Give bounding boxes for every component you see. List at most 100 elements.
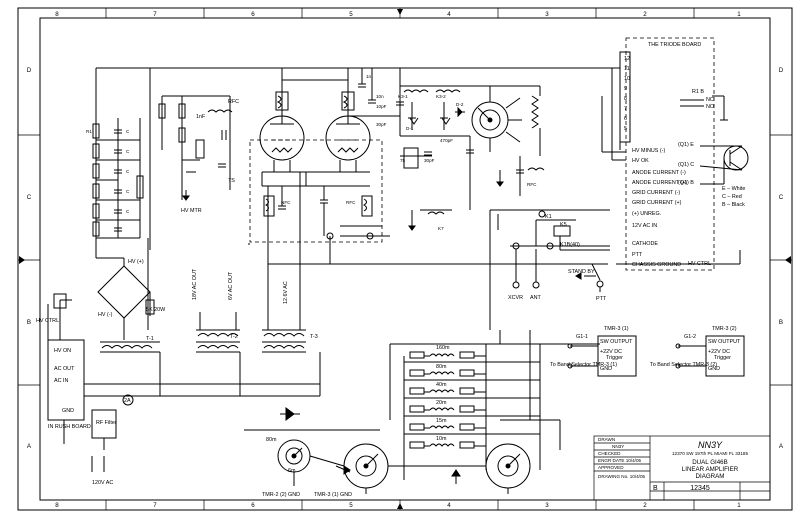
board-transistor	[616, 95, 749, 265]
bottom-cap-1: TMR-2 (2) GND	[262, 492, 300, 498]
d1-label: D-1	[406, 126, 414, 131]
border-frame	[17, 7, 793, 511]
tb-engr: ENGR DATE 10/4/05	[598, 458, 642, 463]
zone-labels: 8 7 6 5 4 3 2 1 8 7 6 5 4 3 2 1 D C B A …	[27, 11, 784, 509]
tmr2-sw-out: SW OUTPUT	[708, 339, 741, 345]
tb-drawn: DRAWN	[598, 437, 615, 442]
interconnects	[248, 214, 610, 420]
filament-labels: NFC RFC	[281, 200, 356, 205]
pi-network	[396, 68, 545, 231]
v18-label: 18V AC OUT	[192, 268, 198, 300]
triode-board-text: THE TRIODE BOARD 12 11 10 9 8 7 6 5 HV M…	[624, 42, 745, 268]
k3-1-label: K3-1	[398, 94, 408, 99]
c-75-label: 75	[400, 158, 406, 163]
pin-10: 10	[624, 76, 630, 82]
zone-bottom-8: 8	[55, 502, 59, 509]
band-15m: 15m	[436, 418, 447, 424]
c-10n: 10n	[376, 94, 384, 99]
hv-mtr-label: HV MTR	[181, 208, 202, 214]
ptt-switch-label: PTT	[596, 296, 607, 302]
d2-label: D-2	[456, 102, 464, 107]
tmr3-labels: TMR-3 (1) TMR-3 (2) G1-1 G1-2 SW OUTPUT …	[550, 326, 741, 372]
tb-drawing-no: DRAWING No. 10/4/05	[598, 474, 646, 479]
tmr1-sw-out: SW OUTPUT	[600, 339, 633, 345]
pi-network-labels: K3-1 K3-2 D-1 D-2 30pF 470pF 75 30pF RFC…	[376, 94, 537, 231]
transformers	[84, 312, 321, 406]
stand-by-label: STAND BY	[568, 269, 595, 275]
zone-bottom-7: 7	[153, 502, 157, 509]
meter-e: (Q1) E	[678, 142, 694, 148]
rf-filter-label: RF Filter	[96, 420, 117, 426]
c-30pf-label: 30pF	[376, 122, 387, 127]
k1b-label: K1B(40)	[560, 242, 580, 248]
tb-address: 12370 SW 197th PL MIAMI FL 33185	[672, 451, 748, 456]
bridge-labels: HV (+) HV (-) 5K 20W	[98, 259, 166, 318]
sig-chassis: CHASSIS GROUND	[632, 262, 681, 268]
zone-top-2: 2	[643, 11, 647, 18]
band-20m: 20m	[436, 400, 447, 406]
zone-top-5: 5	[349, 11, 353, 18]
ac-in-label: AC IN	[54, 378, 68, 384]
nfc-label: NFC	[281, 200, 291, 205]
rfc-label-mid: RFC	[346, 200, 356, 205]
tb-size: B	[653, 485, 658, 492]
zone-top-7: 7	[153, 11, 157, 18]
band-40m: 40m	[436, 382, 447, 388]
k3-2-label: K3-2	[436, 94, 446, 99]
ladder-c1: C	[126, 129, 130, 134]
tb-title-3: DIAGRAM	[696, 473, 725, 480]
tmr2-22v: +22V DC	[708, 349, 730, 355]
pin-9: 9	[624, 86, 627, 92]
hv-ctrl-left: HV CTRL	[36, 318, 59, 324]
tmr2-trigger: Trigger	[714, 355, 731, 361]
ladder-r1: R1	[86, 129, 92, 134]
band-160m: 160m	[436, 345, 450, 351]
pin-12: 12	[624, 56, 630, 62]
ac-120-label: 120V AC	[92, 480, 113, 486]
tmr1-gnd: GND	[600, 366, 612, 372]
relay-no: NO	[706, 104, 714, 110]
to-band-1: To Band Selector TMR-3 (1)	[550, 362, 617, 368]
zone-right-B: B	[779, 319, 783, 326]
zone-left-D: D	[27, 67, 32, 74]
title-block	[593, 435, 771, 501]
sig-anode-plus: ANODE CURRENT (+)	[632, 180, 687, 186]
tube-1	[259, 115, 305, 172]
switch-80m: 80m	[266, 437, 277, 443]
zone-right-C: C	[779, 194, 784, 201]
zone-bottom-4: 4	[447, 502, 451, 509]
hv-plus-label: HV (+)	[128, 259, 144, 265]
zone-right-A: A	[779, 443, 784, 450]
zone-bottom-3: 3	[545, 502, 549, 509]
ts-label: TS	[228, 178, 235, 184]
tube-2	[325, 115, 371, 172]
band-10m: 10m	[436, 436, 447, 442]
sig-grid-plus: GRID CURRENT (+)	[632, 200, 682, 206]
k7-label: K7	[438, 226, 444, 231]
t3-label: T-3	[310, 334, 318, 340]
hv-filter-ladder: R1 C C C C C	[86, 118, 144, 239]
title-block-text: DRAWN NN3Y CHECKED ENGR DATE 10/4/05 APP…	[598, 437, 748, 492]
inrush-board	[47, 293, 117, 472]
hv-meter-network	[95, 67, 612, 250]
ladder-c5: C	[126, 209, 130, 214]
c-10pf: 10pF	[376, 104, 387, 109]
tmr3-box-1	[567, 335, 637, 377]
band-switch-network	[244, 343, 600, 494]
sig-unreg: (+) UNREG.	[632, 211, 661, 217]
g1-1-label: G1-1	[576, 334, 588, 340]
zone-top-4: 4	[447, 11, 451, 18]
sig-hv-minus: HV MINUS (-)	[632, 148, 665, 154]
ladder-c4: C	[126, 189, 130, 194]
k5-label: K5	[560, 222, 567, 228]
ammeter-label: 2A	[124, 398, 131, 404]
pin-5: 5	[624, 126, 627, 132]
zone-right-D: D	[779, 67, 784, 74]
g1-2-label: G1-2	[684, 334, 696, 340]
c-30pf-label-2: 30pF	[424, 158, 435, 163]
v12-label: 12.6V AC	[283, 281, 289, 304]
tb-doc-number: 12345	[690, 485, 710, 492]
zone-left-A: A	[27, 443, 32, 450]
relay-nc: NC	[706, 97, 714, 103]
